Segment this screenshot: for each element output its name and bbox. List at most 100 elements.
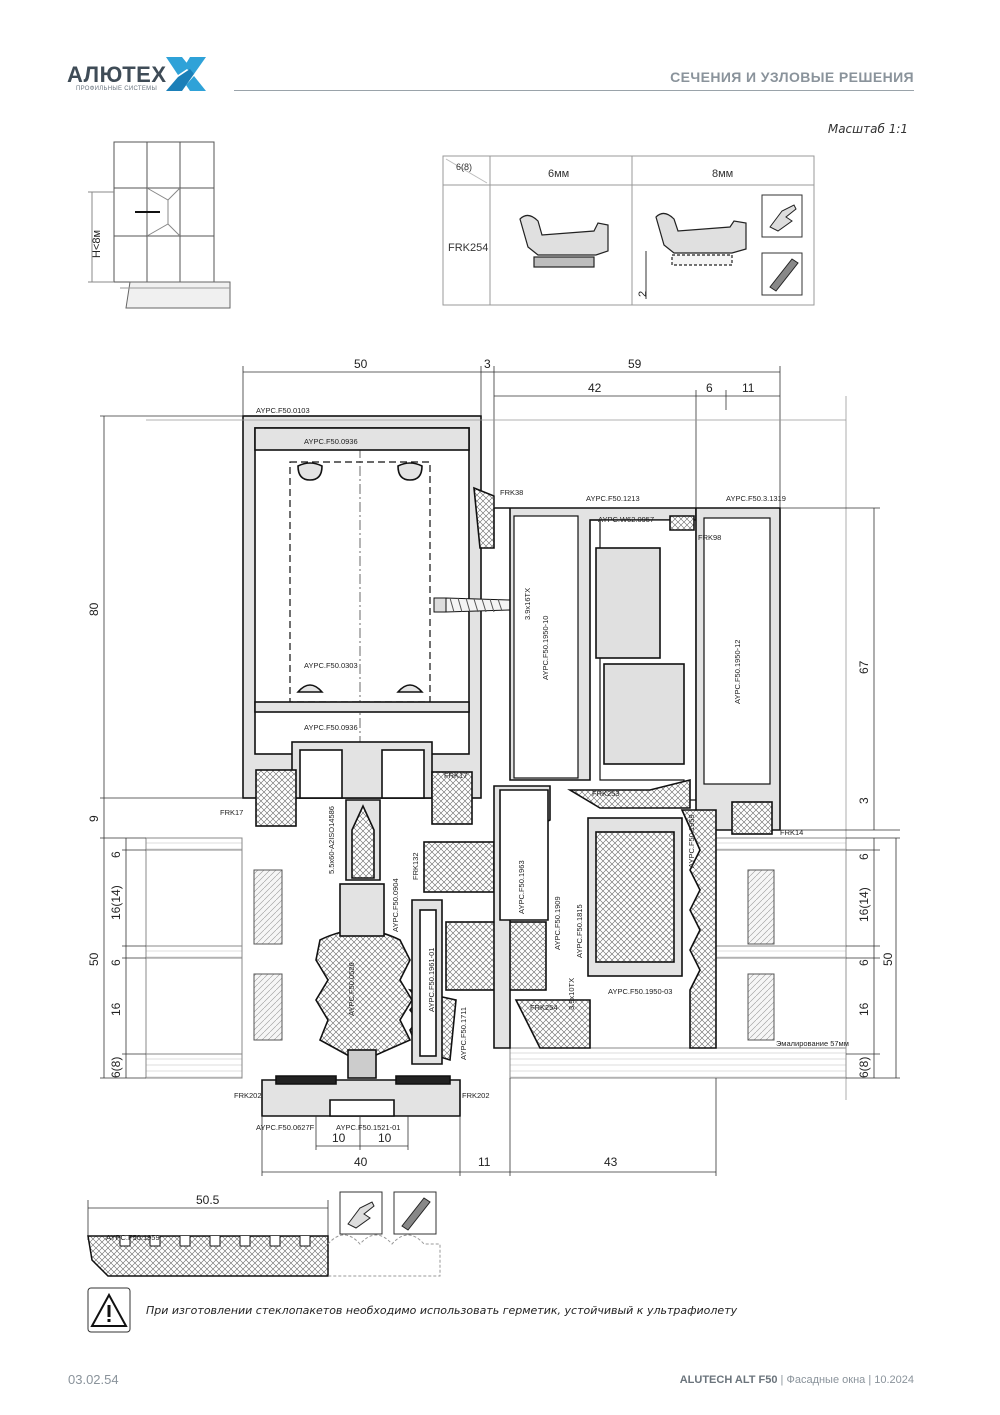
dim-bottom-43: 43 (604, 1155, 618, 1169)
dim-right-3: 3 (857, 797, 871, 804)
label-screw1: 3.9x16TX (523, 588, 532, 620)
dim-top-11: 11 (742, 381, 755, 395)
label-frk14: FRK14 (780, 828, 803, 837)
label-frk202-left: FRK202 (234, 1091, 262, 1100)
dim-top-42: 42 (588, 381, 602, 395)
label-frk38: FRK38 (500, 488, 523, 497)
footer-section: | Фасадные окна | 10.2024 (777, 1374, 914, 1386)
label-frk253: FRK253 (592, 789, 620, 798)
seal-profile: 50.5 AYPC.F50.1959 (87, 1193, 441, 1277)
footer-info: ALUTECH ALT F50 | Фасадные окна | 10.202… (680, 1374, 914, 1386)
gasket-table-col-6mm: 6мм (548, 168, 569, 180)
dim-bottom-10b: 10 (378, 1131, 392, 1145)
label-p1521: AYPC.F50.1521-01 (336, 1123, 400, 1132)
gasket-table-col-header: 6(8) (456, 162, 472, 172)
gasket-8mm-shape (655, 212, 747, 266)
page-title: СЕЧЕНИЯ И УЗЛОВЫЕ РЕШЕНИЯ (670, 69, 914, 85)
warning-note: При изготовлении стеклопакетов необходим… (146, 1304, 738, 1317)
label-insert-bot: AYPC.F50.0936 (304, 723, 358, 732)
label-frk17-left: FRK17 (220, 808, 243, 817)
frame-profile (494, 507, 697, 801)
hand-press-icon (761, 194, 803, 238)
warning-icon (87, 1287, 131, 1333)
dim-top-6: 6 (706, 381, 713, 395)
label-frk132: FRK132 (411, 852, 420, 880)
label-p1959a: AYPC.F50.1959 (687, 814, 696, 868)
elevation-height-label: H<8м (91, 230, 103, 258)
cutter-knife-icon-2 (393, 1191, 437, 1235)
label-p0904: AYPC.F50.0904 (391, 878, 400, 932)
label-insul2: AYPC.F50.1950-12 (733, 640, 742, 704)
hand-press-icon-2 (339, 1191, 383, 1235)
header-divider (234, 90, 914, 91)
insulating-unit (255, 486, 773, 1063)
label-seal-profile: AYPC.F50.1959 (106, 1233, 160, 1242)
label-frk254: FRK254 (530, 1003, 558, 1012)
dim-left-50: 50 (87, 952, 101, 966)
page-number: 03.02.54 (68, 1372, 119, 1387)
dim-bottom-10a: 10 (332, 1131, 346, 1145)
dim-left-6-8: 6(8) (109, 1057, 123, 1078)
dim-right-50: 50 (881, 952, 895, 966)
dim-top-59: 59 (628, 357, 642, 371)
dim-bottom-11: 11 (478, 1155, 491, 1169)
fixing-screw (433, 597, 511, 613)
dim-left-6a: 6 (109, 851, 123, 858)
gasket-table-row-label: FRK254 (448, 242, 488, 254)
dim-top-3: 3 (484, 357, 491, 371)
dim-left-16-14: 16(14) (109, 885, 123, 920)
dim-top-50: 50 (354, 357, 368, 371)
dim-right-6a: 6 (857, 853, 871, 860)
scale-label: Масштаб 1:1 (827, 122, 908, 136)
label-p1909: AYPC.F50.1909 (553, 896, 562, 950)
glass-pane-left (145, 837, 283, 1079)
label-p1950-03: AYPC.F50.1950-03 (608, 987, 672, 996)
label-bolt: 5.5x60-A2ISO14586 (327, 806, 336, 874)
dimension-lines (100, 366, 900, 1176)
glass-pane-right (509, 837, 847, 1079)
gasket-6mm-shape (519, 214, 609, 268)
label-w62: AYPC.W62.0957 (598, 515, 654, 524)
dim-left-16: 16 (109, 1002, 123, 1016)
gasket-table-col-8mm: 8мм (712, 168, 733, 180)
dim-left-80: 80 (87, 602, 101, 616)
dim-right-6b: 6 (857, 959, 871, 966)
dim-right-67: 67 (857, 660, 871, 674)
brand-logo-text: АЛЮТЕХ (67, 62, 167, 87)
label-insert-top: AYPC.F50.0936 (304, 437, 358, 446)
label-insert-mid: AYPC.F50.0303 (304, 661, 358, 670)
label-p1963: AYPC.F50.1963 (517, 860, 526, 914)
dim-left-9: 9 (87, 815, 101, 822)
dim-seal-width: 50.5 (196, 1193, 220, 1207)
label-sash: AYPC.F50.3.1319 (726, 494, 786, 503)
label-insul1: AYPC.F50.1950-10 (541, 616, 550, 680)
brand-logo-subtitle: ПРОФИЛЬНЫЕ СИСТЕМЫ (76, 86, 158, 92)
label-p1711: AYPC.F50.1711 (459, 1007, 468, 1060)
dim-right-16: 16 (857, 1002, 871, 1016)
sash-profile (695, 507, 781, 831)
label-p1961: AYPC.F50.1961-01 (427, 948, 436, 1012)
mullion-extension (411, 785, 551, 1065)
gasket-table: 6(8) 6мм 8мм FRK254 2 (442, 155, 815, 306)
label-frk17-right: FRK17 (444, 771, 467, 780)
dim-right-6-8: 6(8) (857, 1057, 871, 1078)
dim-bottom-40: 40 (354, 1155, 368, 1169)
label-mullion: AYPC.F50.0103 (256, 406, 310, 415)
brand-logo-icon (166, 57, 206, 91)
label-frame: AYPC.F50.1213 (586, 494, 640, 503)
dim-left-6b: 6 (109, 959, 123, 966)
label-frk98: FRK98 (698, 533, 721, 542)
label-p0526: AYPC.F50.0526 (347, 962, 356, 1016)
label-glazing: Эмалирование 57мм (776, 1039, 849, 1048)
footer-product: ALUTECH ALT F50 (679, 1374, 778, 1386)
pressure-plate (261, 883, 461, 1117)
label-p0627: AYPC.F50.0627F (256, 1123, 315, 1132)
label-p1815: AYPC.F50.1815 (575, 904, 584, 958)
label-screw2: 3.9x10TX (567, 978, 576, 1010)
label-frk202-right: FRK202 (462, 1091, 490, 1100)
gasket-table-dim: 2 (637, 291, 649, 297)
dim-right-16-14: 16(14) (857, 887, 871, 922)
elevation-sketch: H<8м (88, 141, 231, 309)
cutter-knife-icon (761, 252, 803, 296)
